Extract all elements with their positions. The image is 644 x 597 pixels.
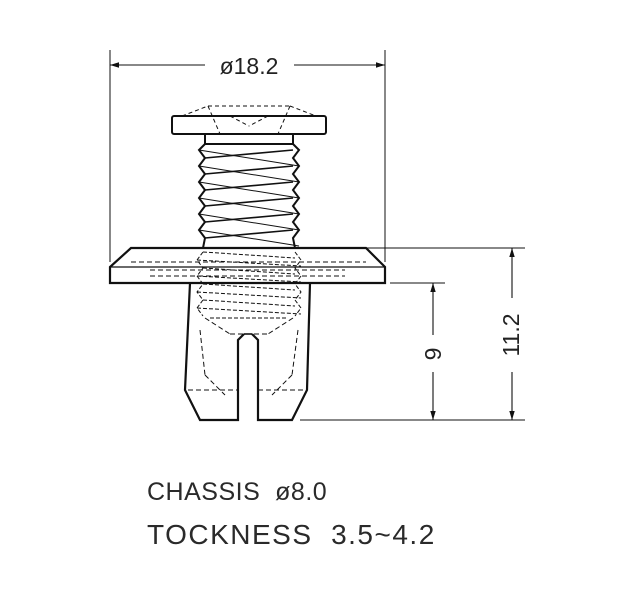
hidden-thread-lines (196, 251, 302, 319)
screw-head-outline (171, 115, 327, 135)
dimension-total-height (300, 247, 525, 421)
body-right-leg (251, 282, 312, 422)
dimension-label-total-height: 11.2 (498, 313, 524, 356)
thread-left-profile (197, 143, 207, 249)
dimension-leg-height (390, 282, 445, 420)
chassis-hole-note: CHASSIS ø8.0 (147, 478, 328, 506)
screw-neck (204, 133, 294, 145)
dimension-label-leg-height: 9 (420, 348, 446, 361)
thread-crests (198, 149, 300, 247)
flange-outline (108, 246, 387, 285)
body-left-leg (183, 282, 245, 422)
panel-thickness-note: TOCKNESS 3.5~4.2 (147, 519, 436, 550)
rivet-flange (108, 246, 387, 285)
screw-shank (197, 133, 301, 249)
rivet-body (183, 282, 312, 422)
hidden-body-cone (199, 317, 299, 396)
dimension-head-diameter (109, 50, 386, 262)
screw-head (171, 105, 327, 135)
thread-right-profile (291, 143, 301, 249)
dimension-label-head-diameter: ø18.2 (220, 53, 279, 79)
